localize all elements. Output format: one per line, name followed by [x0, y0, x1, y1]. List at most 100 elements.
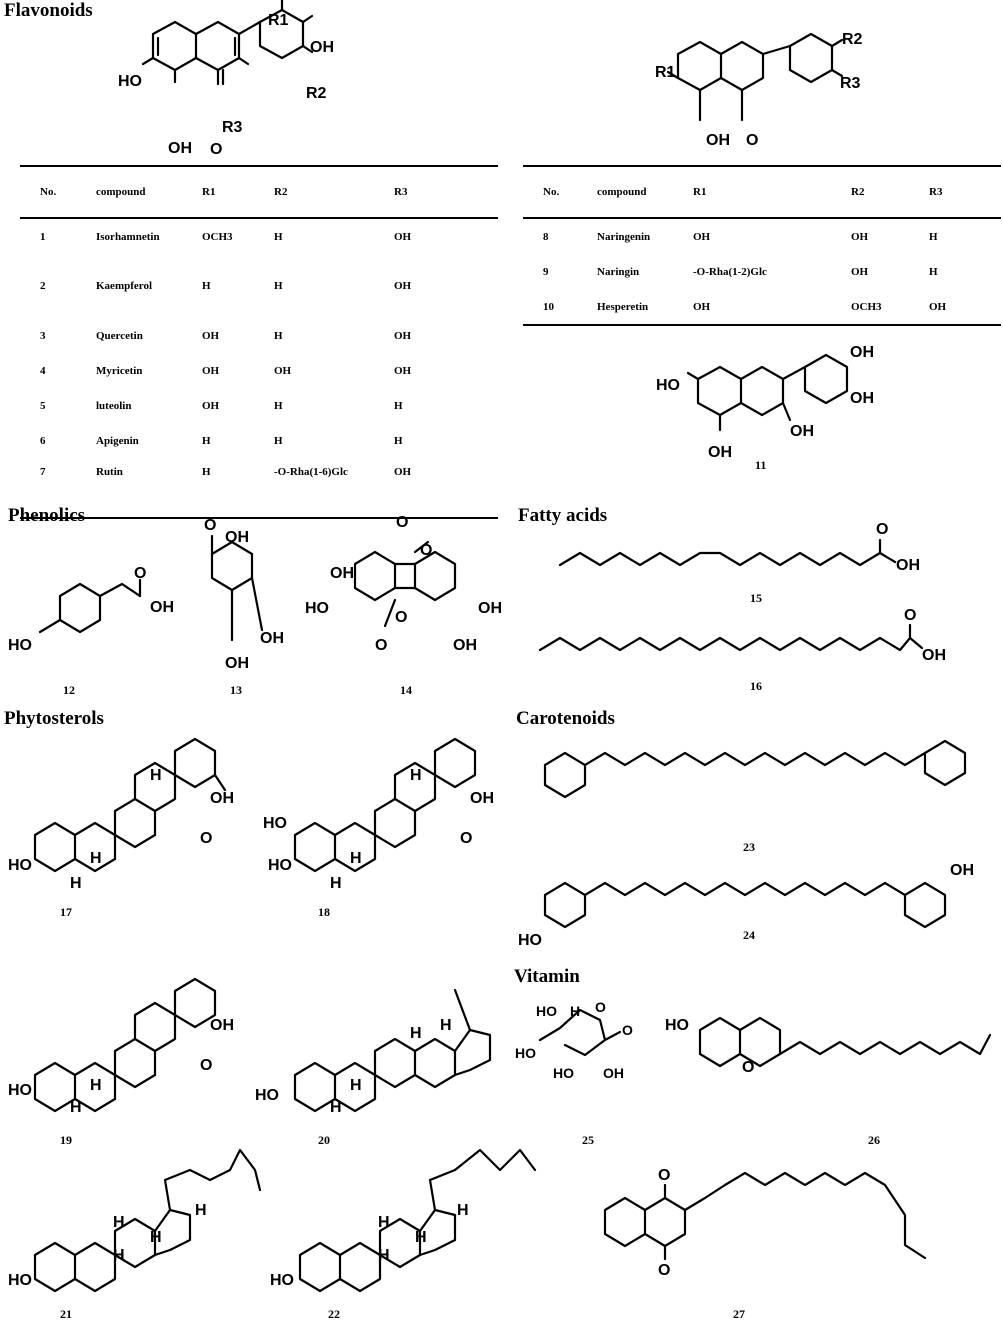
header-r3: R3 [929, 165, 1001, 219]
row-r1: OH [693, 289, 851, 326]
ho-label: HO [8, 637, 32, 654]
o-label: O [622, 1022, 633, 1038]
o-label: O [396, 514, 408, 531]
o-label: O [204, 517, 216, 534]
ho-label: HO [305, 600, 329, 617]
ho-label: HO [8, 1272, 32, 1289]
o-label: O [904, 607, 916, 624]
row-r3: H [929, 265, 938, 278]
h-label: H [90, 1077, 102, 1094]
flavanone-substituent-table: No. compound R1 R2 R3 8 Naringenin OH OH… [523, 165, 1001, 326]
flavonol-core-structure: OH R1 R2 R3 HO OH O [118, 0, 334, 158]
oh-label: OH [706, 132, 730, 149]
header-no: No. [523, 165, 597, 219]
oh-label: OH [225, 655, 249, 672]
o-label: O [746, 132, 758, 149]
header-r3: R3 [394, 165, 498, 219]
oh-label: OH [950, 862, 974, 879]
compound-number: 22 [328, 1307, 340, 1321]
oh-label: OH [453, 637, 477, 654]
row-no: 9 [543, 265, 549, 278]
fatty-acid-15-structure: O OH [558, 521, 920, 574]
o-label: O [375, 637, 387, 654]
oh-label: OH [210, 790, 234, 807]
row-r2: OH [851, 265, 869, 278]
header-no: No. [20, 165, 96, 219]
compound-number: 11 [755, 458, 767, 472]
oh-label: OH [896, 557, 920, 574]
h-label: H [378, 1214, 390, 1231]
o-label: O [658, 1262, 670, 1279]
table-row: 4 Myricetin OH OH OH [20, 353, 498, 388]
o-label: O [460, 830, 472, 847]
sterol-22-structure: HO H H H H [270, 1148, 537, 1293]
o-label: O [876, 521, 888, 538]
ho-label: HO [536, 1003, 557, 1019]
compound-number: 20 [318, 1133, 330, 1147]
row-r2: H [274, 434, 283, 447]
o-label: O [742, 1059, 754, 1076]
row-no: 5 [40, 399, 46, 412]
vitamin-heading: Vitamin [514, 966, 580, 987]
h-label: H [70, 1099, 82, 1116]
row-r1: OH [202, 329, 220, 342]
h-label: H [195, 1202, 207, 1219]
ho-label: HO [8, 1082, 32, 1099]
beta-carotene-structure [543, 739, 967, 799]
compound-number: 27 [733, 1307, 745, 1321]
row-r2: H [274, 329, 283, 342]
table-header-row: No. compound R1 R2 R3 [523, 165, 1001, 219]
h-label: H [113, 1214, 125, 1231]
r3-label: R3 [840, 75, 861, 92]
table-row: 3 Quercetin OH H OH [20, 318, 498, 353]
header-r2: R2 [274, 165, 394, 219]
compound-number: 21 [60, 1307, 72, 1321]
flavonoids-heading: Flavonoids [4, 0, 93, 21]
row-r3: OH [394, 230, 412, 243]
row-compound: Rutin [96, 458, 202, 519]
row-r2: H [274, 399, 283, 412]
row-no: 1 [40, 230, 46, 243]
o-label: O [595, 999, 606, 1015]
ascorbic-acid-structure: HO H O HO O HO OH [515, 999, 633, 1081]
phytosterols-heading: Phytosterols [4, 708, 104, 729]
oh-label: OH [850, 390, 874, 407]
ho-label: HO [118, 73, 142, 90]
row-compound: Myricetin [96, 364, 143, 377]
oh-label: OH [603, 1065, 624, 1081]
row-compound: luteolin [96, 399, 132, 412]
row-no: 2 [40, 280, 46, 292]
row-r2: OH [851, 230, 869, 243]
row-r1: -O-Rha(1-2)Glc [693, 265, 767, 278]
oh-label: OH [168, 140, 192, 157]
row-r2: -O-Rha(1-6)Glc [274, 458, 394, 519]
table-header-row: No. compound R1 R2 R3 [20, 165, 498, 219]
ho-label: HO [268, 857, 292, 874]
header-compound: compound [96, 165, 202, 219]
o-label: O [658, 1167, 670, 1184]
table-row: 10 Hesperetin OH OCH3 OH [523, 289, 1001, 326]
tocopherol-structure: HO O [665, 1016, 992, 1076]
header-compound: compound [597, 165, 693, 219]
row-r3: OH [929, 289, 1001, 326]
ho-label: HO [270, 1272, 294, 1289]
row-r3: H [394, 399, 403, 412]
fatty-acids-heading: Fatty acids [518, 505, 608, 526]
ho-label: HO [263, 815, 287, 832]
row-r3: OH [394, 458, 498, 519]
row-r3: OH [394, 364, 412, 377]
h-label: H [70, 875, 82, 892]
h-label: H [415, 1229, 427, 1246]
h-label: H [90, 850, 102, 867]
h-label: H [457, 1202, 469, 1219]
compound-number: 17 [60, 905, 72, 919]
table-row: 8 Naringenin OH OH H [523, 218, 1001, 254]
oh-label: OH [470, 790, 494, 807]
h-label: H [350, 1077, 362, 1094]
compound-number: 26 [868, 1133, 880, 1147]
row-compound: Kaempferol [96, 280, 153, 292]
ho-label: HO [515, 1045, 536, 1061]
catechin-structure: HO OH OH OH OH [656, 344, 874, 461]
row-no: 8 [543, 230, 549, 243]
